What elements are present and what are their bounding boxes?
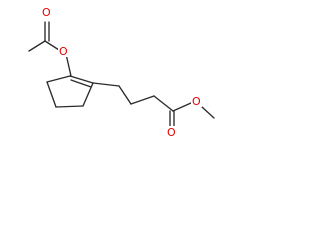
ring-bond-bottom (55, 105, 84, 108)
chemical-structure: O O O O (28, 6, 215, 139)
acetyl-oxygen-double-bg (41, 6, 52, 18)
chain-bond-1 (92, 82, 120, 87)
ester-oxygen-single-bg (191, 95, 202, 107)
ring-bond-top-double-b (70, 79, 92, 88)
ester-oxygen-double-bg (166, 126, 177, 138)
ester-oxygen-double-label: O (167, 126, 176, 139)
ring-bond-top-double-a (69, 75, 94, 84)
ring-bond-right (82, 82, 94, 107)
ring-bond-left-upper (46, 75, 71, 83)
chain-bond-4 (153, 95, 174, 112)
ester-o-methyl-bond (201, 106, 215, 119)
ester-c-o-bond (172, 102, 192, 112)
acetyl-oxygen-single-bg (58, 45, 69, 57)
acetyl-oxygen-single-label: O (59, 45, 68, 58)
bond-acetyl-ester-c-o (44, 40, 60, 51)
ring-bond-left-lower (46, 81, 57, 108)
chain-bond-3 (130, 95, 155, 105)
bond-acetyl-ester-o-ring (65, 53, 72, 77)
bond-acetyl-methyl (28, 40, 46, 52)
structure-canvas: O O O O (0, 0, 238, 153)
acetyl-oxygen-double-label: O (42, 6, 51, 19)
chain-bond-2 (118, 85, 132, 105)
ester-oxygen-single-label: O (192, 95, 201, 108)
